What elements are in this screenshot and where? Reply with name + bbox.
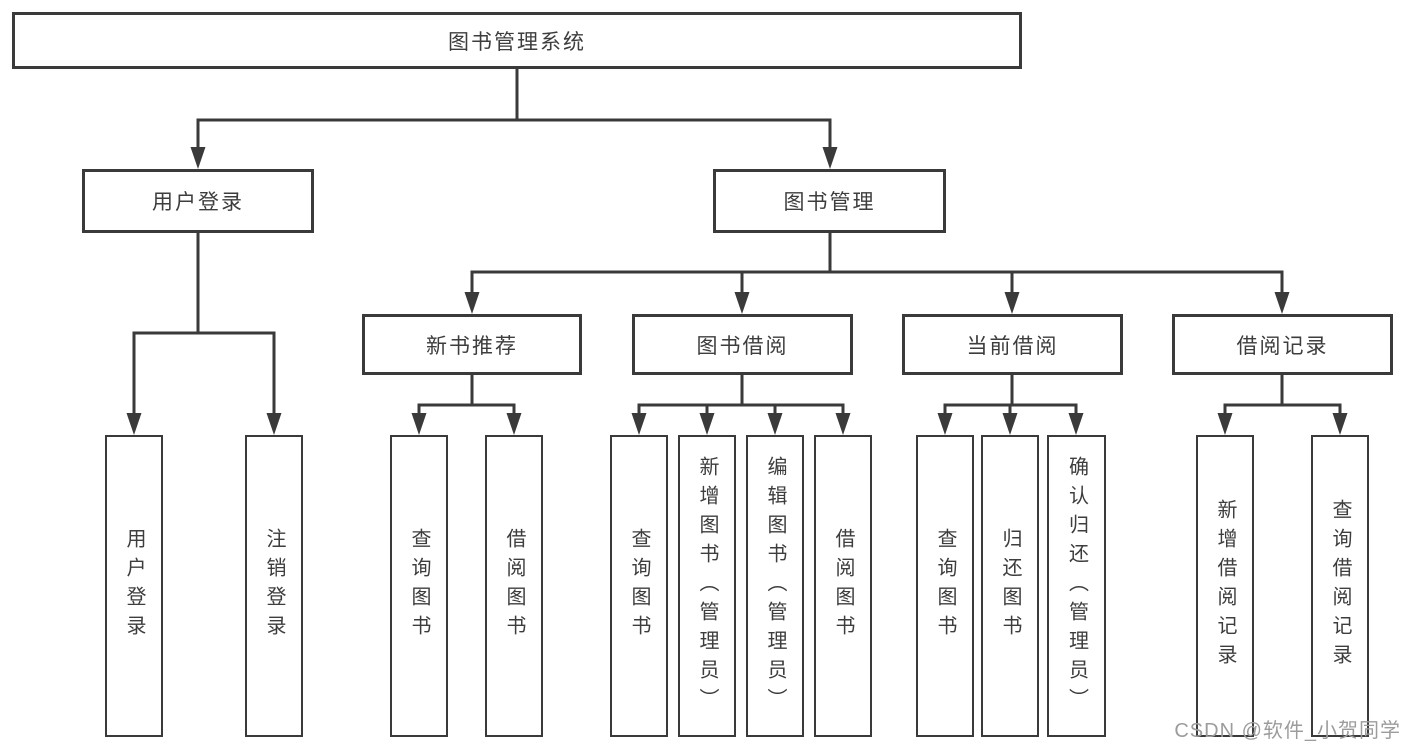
leaf-logout-login-label: 注销登录 [263,528,285,644]
node-library-system: 图书管理系统 [12,12,1022,69]
leaf-br-add-record-label: 新增借阅记录 [1214,499,1236,673]
leaf-cb-confirm-return-admin: 确认归还（管理员） [1047,435,1106,737]
leaf-bb-query-book-label: 查询图书 [628,528,650,644]
leaf-cb-return-book: 归还图书 [981,435,1039,737]
leaf-logout-login: 注销登录 [245,435,303,737]
node-new-book-recommend-label: 新书推荐 [426,334,518,358]
leaf-nbr-borrow-book: 借阅图书 [485,435,543,737]
node-user-login-label: 用户登录 [152,191,244,214]
leaf-bb-edit-book-admin: 编辑图书（管理员） [746,435,804,737]
node-book-borrow-label: 图书借阅 [696,334,789,358]
node-library-system-label: 图书管理系统 [448,30,586,54]
leaf-user-login: 用户登录 [105,435,163,737]
leaf-user-login-label: 用户登录 [123,528,145,644]
leaf-cb-query-book-label: 查询图书 [934,528,956,644]
leaf-nbr-query-book-label: 查询图书 [408,528,430,644]
leaf-bb-query-book: 查询图书 [610,435,668,737]
leaf-cb-confirm-return-admin-label: 确认归还（管理员） [1065,455,1088,717]
node-book-management: 图书管理 [713,169,946,233]
node-current-borrow-label: 当前借阅 [966,334,1059,358]
node-book-borrow: 图书借阅 [632,314,853,375]
leaf-bb-edit-book-admin-label: 编辑图书（管理员） [764,455,786,717]
node-borrow-records: 借阅记录 [1172,314,1393,375]
leaf-cb-return-book-label: 归还图书 [999,528,1021,644]
leaf-bb-borrow-book-label: 借阅图书 [832,528,854,644]
leaf-br-add-record: 新增借阅记录 [1196,435,1254,737]
leaf-br-query-record: 查询借阅记录 [1311,435,1369,737]
node-new-book-recommend: 新书推荐 [362,314,582,375]
csdn-watermark: CSDN @软件_小贺同学 [1174,720,1401,742]
leaf-bb-add-book-admin: 新增图书（管理员） [678,435,736,737]
node-borrow-records-label: 借阅记录 [1236,334,1329,358]
leaf-br-query-record-label: 查询借阅记录 [1329,499,1351,673]
leaf-bb-borrow-book: 借阅图书 [814,435,872,737]
tree-edges [132,69,1342,415]
leaf-nbr-borrow-book-label: 借阅图书 [503,528,525,644]
node-current-borrow: 当前借阅 [902,314,1123,375]
node-book-management-label: 图书管理 [783,191,876,214]
node-user-login: 用户登录 [82,169,314,233]
leaf-nbr-query-book: 查询图书 [390,435,448,737]
leaf-cb-query-book: 查询图书 [916,435,974,737]
leaf-bb-add-book-admin-label: 新增图书（管理员） [696,455,718,717]
